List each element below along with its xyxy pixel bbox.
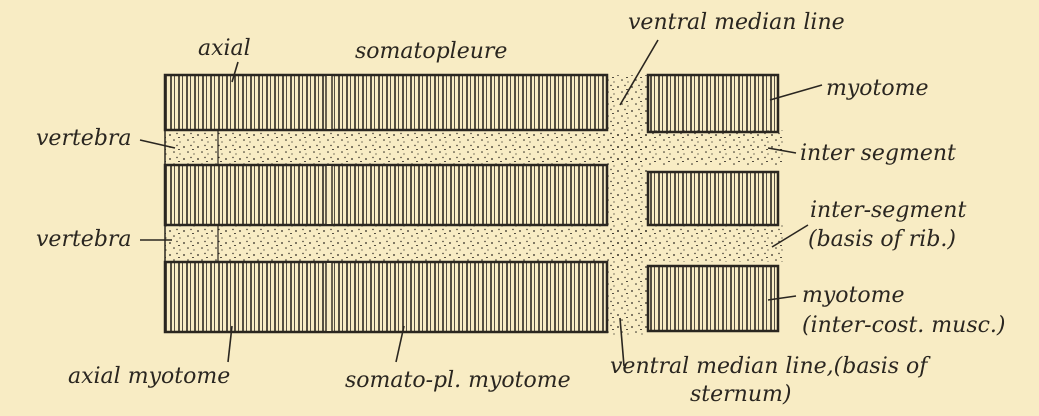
label-vertebra-lower: vertebra xyxy=(36,229,132,251)
label-ventral-median-line-top: ventral median line xyxy=(628,12,845,34)
lower-inter-segment-band xyxy=(165,225,785,262)
right-myotome-1 xyxy=(648,75,778,132)
label-inter-segment-upper: inter segment xyxy=(800,143,956,165)
left-myotomes xyxy=(165,75,607,332)
label-inter-cost-musc: (inter-cost. musc.) xyxy=(802,315,1006,337)
right-myotome-2 xyxy=(648,172,778,225)
myotome-row-2 xyxy=(165,165,607,225)
upper-inter-segment-band xyxy=(165,130,785,165)
label-basis-of-rib: (basis of rib.) xyxy=(808,229,956,251)
label-myotome-top: myotome xyxy=(826,78,929,100)
right-myotomes xyxy=(648,75,778,331)
ventral-median-strip xyxy=(608,75,648,335)
label-sternum: sternum) xyxy=(690,384,791,406)
label-ventral-median-line-bottom: ventral median line,(basis of xyxy=(610,356,927,378)
label-myotome-bottom: myotome xyxy=(802,285,905,307)
label-somato-pl-myotome: somato-pl. myotome xyxy=(345,370,571,392)
label-inter-segment-lower: inter-segment xyxy=(810,200,966,222)
myotome-row-1 xyxy=(165,75,607,130)
label-axial-myotome: axial myotome xyxy=(68,366,230,388)
right-myotome-3 xyxy=(648,266,778,331)
myotome-row-3 xyxy=(165,262,607,332)
label-axial: axial xyxy=(198,38,251,60)
label-vertebra-upper: vertebra xyxy=(36,128,132,150)
label-somatopleure: somatopleure xyxy=(355,41,507,63)
